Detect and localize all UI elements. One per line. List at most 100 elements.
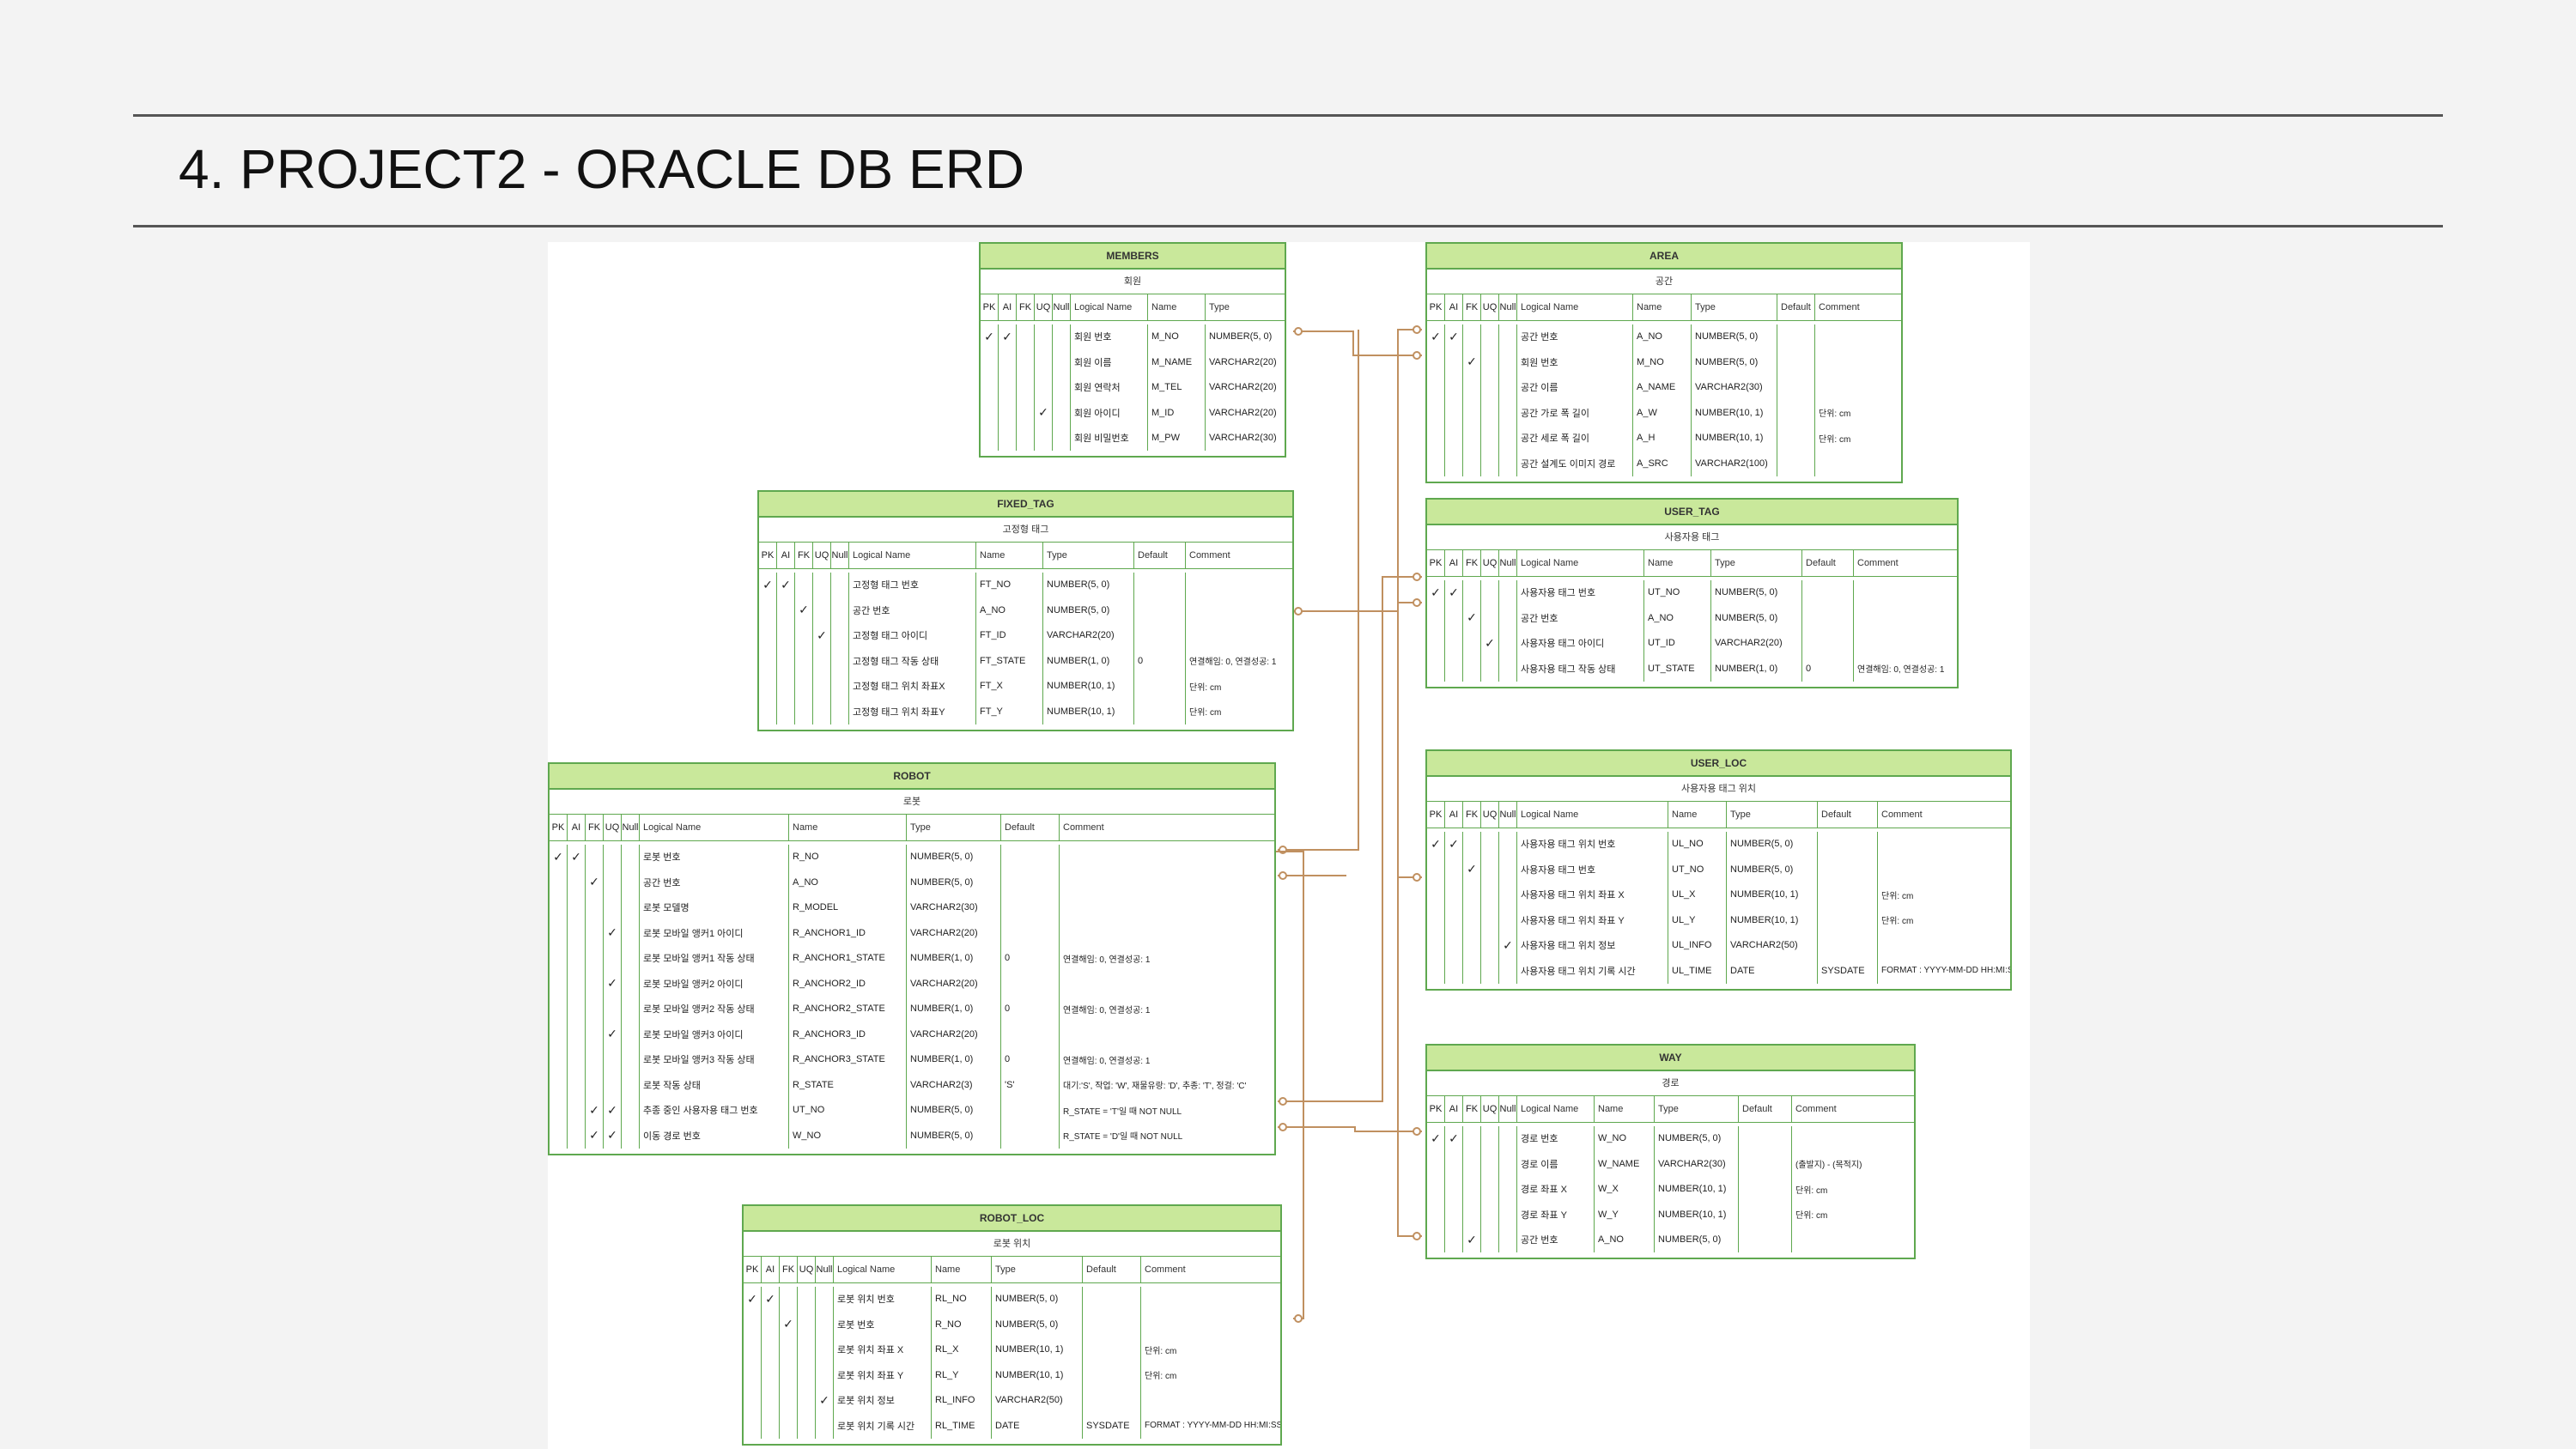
- pk-flag: ✓: [550, 844, 568, 870]
- pk-flag: [1427, 605, 1445, 631]
- table-logical-name: 공간: [1427, 270, 1901, 294]
- column-name: A_H: [1633, 425, 1692, 451]
- header-ai: AI: [777, 543, 795, 568]
- column-type: NUMBER(5, 0): [1692, 324, 1777, 349]
- rel-area-fixed-tag: [1293, 329, 1422, 612]
- header-name: Name: [1148, 294, 1206, 320]
- column-name: R_MODEL: [789, 894, 907, 920]
- pk-flag: [759, 648, 777, 674]
- comment: 단위: cm: [1189, 682, 1222, 693]
- fk-flag: [1463, 1176, 1481, 1202]
- uq-flag: [798, 1413, 816, 1439]
- fk-flag: [1017, 374, 1035, 400]
- column-name: R_ANCHOR1_STATE: [789, 945, 907, 971]
- logical-name: 사용자용 태그 위치 좌표 Y: [1517, 907, 1668, 933]
- header-fk: FK: [1463, 294, 1481, 320]
- column-type: NUMBER(1, 0): [1711, 656, 1802, 682]
- header-null: Null: [1499, 1096, 1517, 1122]
- uq-flag: [1481, 324, 1499, 349]
- column-type: NUMBER(10, 1): [1655, 1202, 1739, 1228]
- ai-flag: ✓: [1445, 831, 1463, 857]
- column-name: M_TEL: [1148, 374, 1206, 400]
- fk-flag: [1463, 932, 1481, 958]
- uq-flag: [1481, 451, 1499, 476]
- fk-flag: ✓: [586, 1097, 604, 1123]
- logical-name: 로봇 번호: [640, 844, 789, 870]
- table-name: WAY: [1427, 1046, 1914, 1071]
- header-logical-name: Logical Name: [1517, 1096, 1595, 1122]
- logical-name: 로봇 모바일 앵커2 작동 상태: [640, 996, 789, 1022]
- fk-flag: [780, 1286, 798, 1312]
- table-name: MEMBERS: [981, 244, 1285, 270]
- pk-flag: [759, 597, 777, 623]
- default-value: [1802, 630, 1854, 656]
- ai-flag: [1445, 1151, 1463, 1177]
- null-flag: [1053, 425, 1071, 451]
- logical-name: 사용자용 태그 위치 번호: [1517, 831, 1668, 857]
- column-type: NUMBER(1, 0): [1043, 648, 1134, 674]
- column-name: UT_ID: [1644, 630, 1711, 656]
- header-comment: Comment: [1189, 549, 1230, 561]
